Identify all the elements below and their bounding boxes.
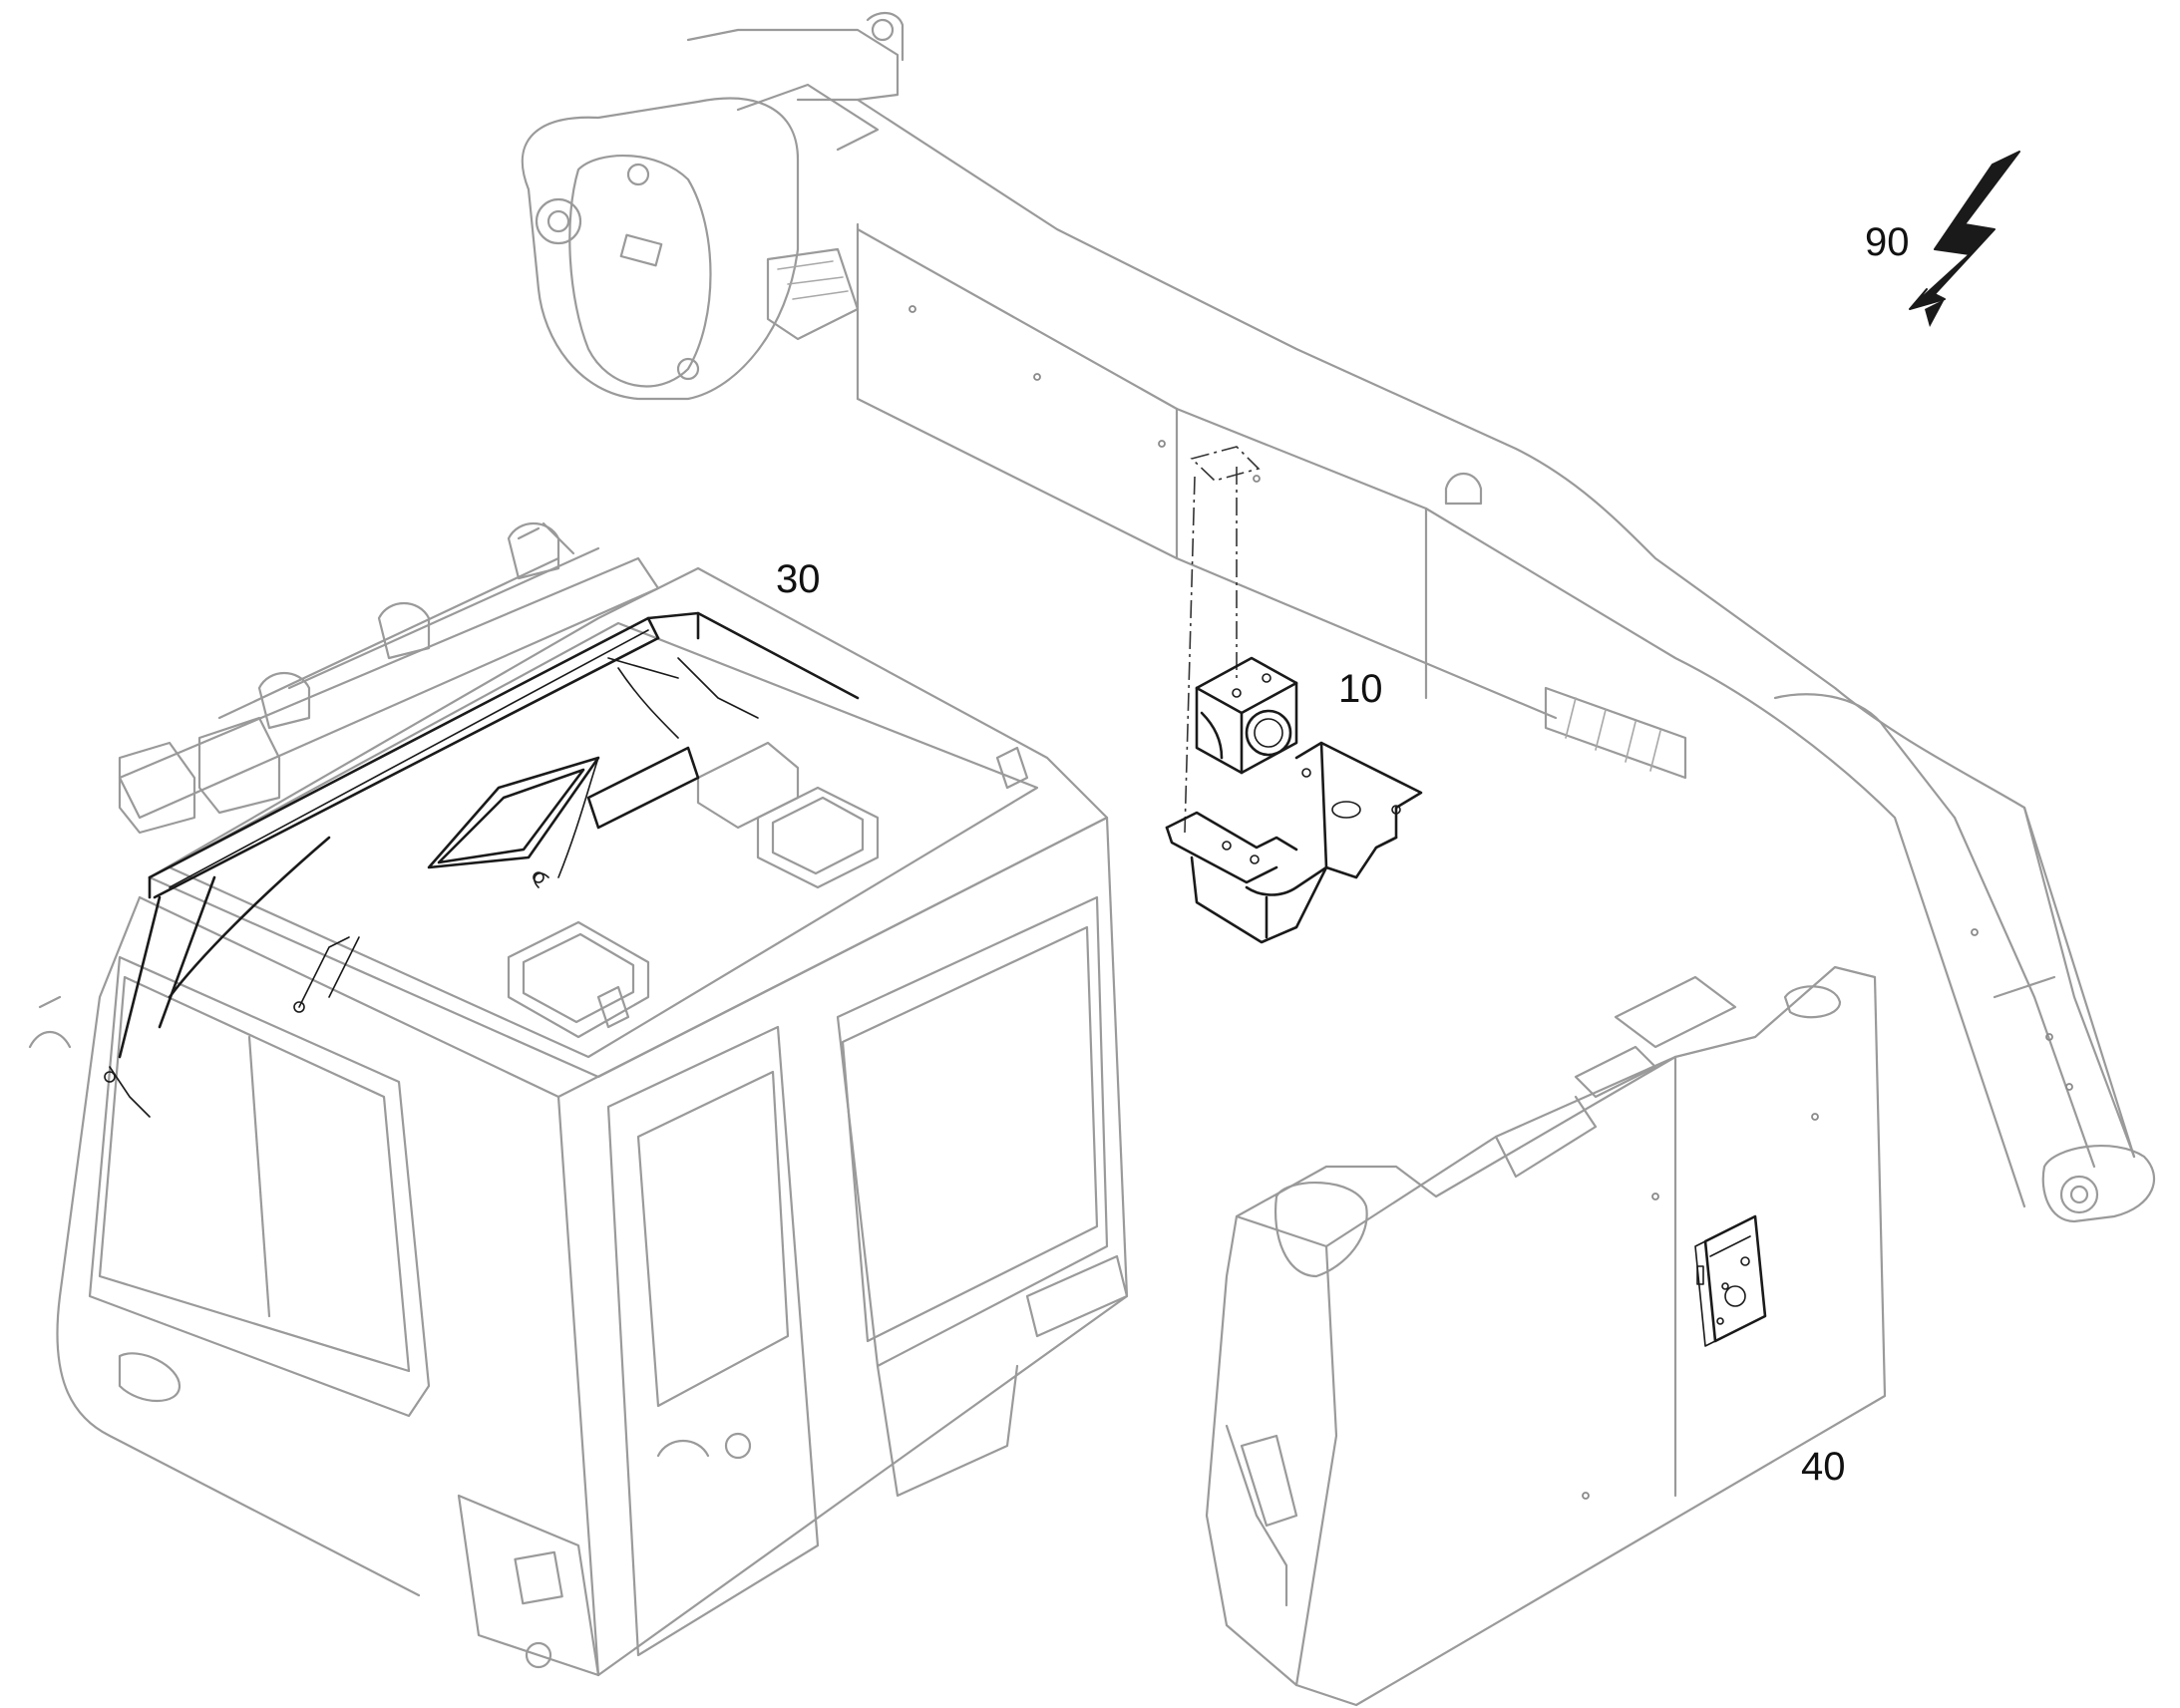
part-30-operator-cab <box>28 521 1129 1677</box>
control-box <box>1694 1214 1767 1347</box>
callout-30: 30 <box>776 557 821 601</box>
callout-90: 90 <box>1865 220 1910 264</box>
callout-10: 10 <box>1338 667 1383 711</box>
callout-40: 40 <box>1801 1445 1846 1489</box>
cab-wiring-harness <box>104 611 860 1118</box>
boom-assembly <box>521 12 2156 1223</box>
lightning-bolt-icon <box>1909 151 2020 327</box>
part-40-rear-housing <box>1205 965 1887 1707</box>
part-10-light-bracket-assembly <box>1165 446 1423 944</box>
